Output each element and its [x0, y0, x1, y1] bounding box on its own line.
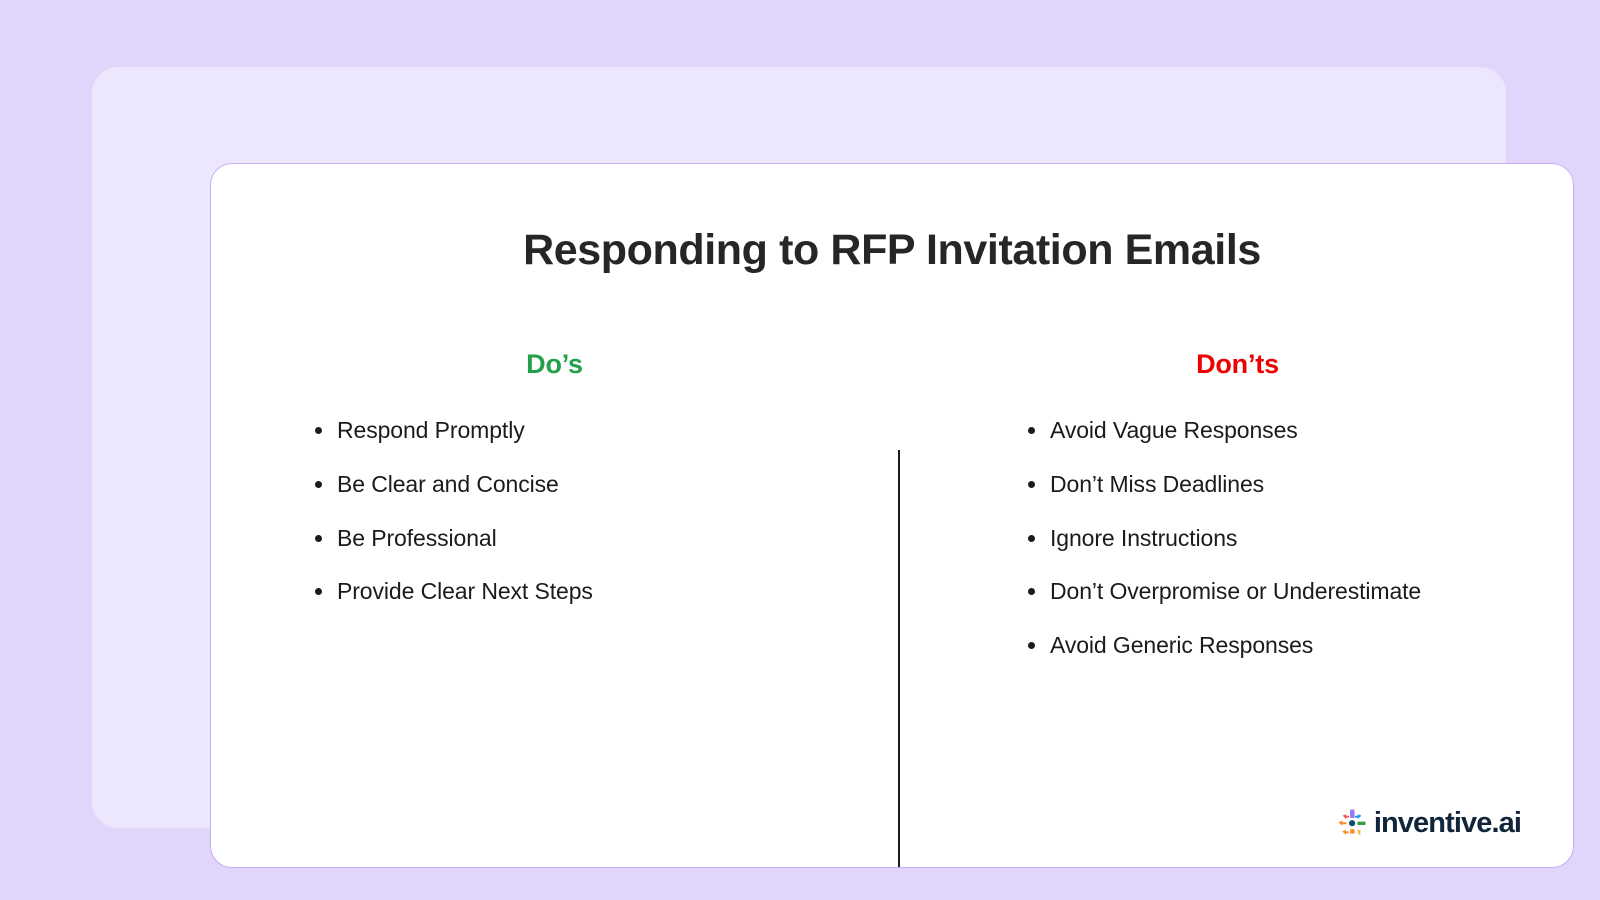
- logo-wordmark: inventive.ai: [1373, 806, 1522, 839]
- list-item: Be Professional: [315, 524, 898, 553]
- column-heading-dos: Do’s: [526, 349, 583, 379]
- donts-list: Avoid Vague Responses Don’t Miss Deadlin…: [1028, 416, 1573, 660]
- list-item: Ignore Instructions: [1028, 524, 1573, 553]
- page-title: Responding to RFP Invitation Emails: [523, 226, 1261, 274]
- slide-outer-panel: Responding to RFP Invitation Emails Do’s…: [92, 67, 1574, 868]
- comparison-columns: Do’s Respond Promptly Be Clear and Conci…: [211, 349, 1573, 867]
- list-item: Provide Clear Next Steps: [315, 577, 898, 606]
- dos-list: Respond Promptly Be Clear and Concise Be…: [315, 416, 898, 606]
- list-item: Avoid Vague Responses: [1028, 416, 1573, 445]
- brand-logo: inventive.ai: [1337, 806, 1522, 839]
- list-item: Avoid Generic Responses: [1028, 631, 1573, 660]
- column-heading-donts: Don’ts: [1196, 349, 1279, 379]
- column-dos: Do’s Respond Promptly Be Clear and Conci…: [211, 349, 898, 631]
- slide-card: Responding to RFP Invitation Emails Do’s…: [210, 163, 1574, 868]
- list-item: Don’t Miss Deadlines: [1028, 470, 1573, 499]
- inventive-burst-icon: [1337, 808, 1367, 838]
- list-item: Don’t Overpromise or Underestimate: [1028, 577, 1573, 606]
- list-item: Respond Promptly: [315, 416, 898, 445]
- column-donts: Don’ts Avoid Vague Responses Don’t Miss …: [900, 349, 1573, 685]
- column-divider: [898, 450, 900, 867]
- list-item: Be Clear and Concise: [315, 470, 898, 499]
